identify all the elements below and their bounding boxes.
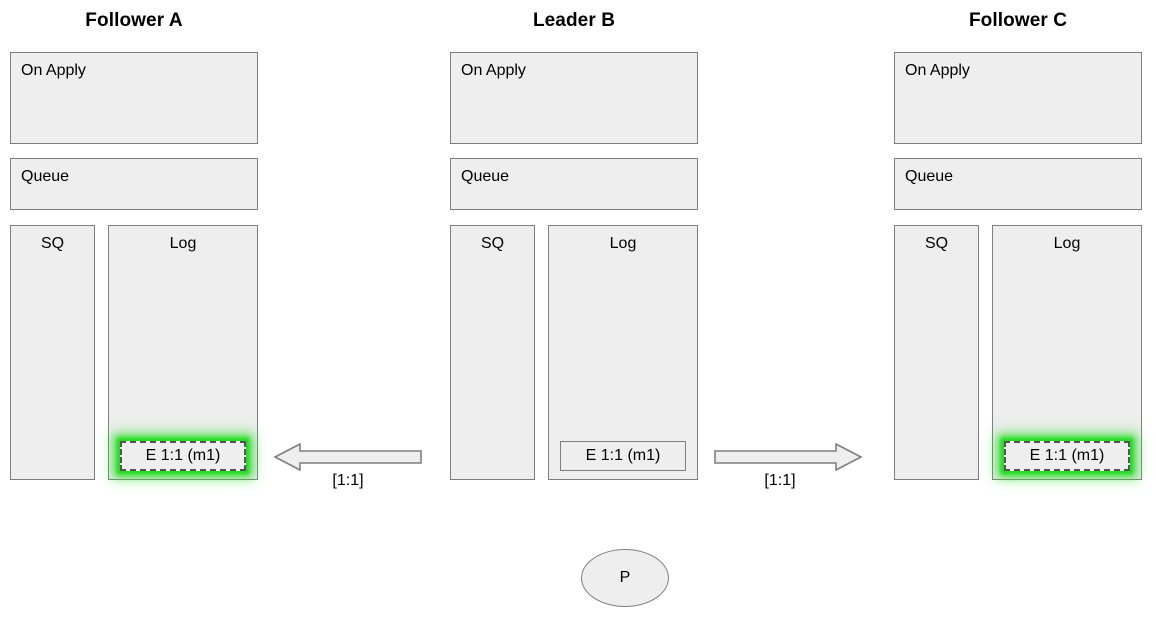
arrow-label-leader-to-follower-c: [1:1] <box>764 472 796 489</box>
arrow-leader-to-follower-a[interactable] <box>274 443 422 471</box>
queue-label: Queue <box>21 168 70 185</box>
log-entry-leader-b[interactable]: E 1:1 (m1) <box>560 441 686 471</box>
on-apply-label: On Apply <box>21 62 86 79</box>
on-apply-label: On Apply <box>905 62 970 79</box>
sq-box-leader-b[interactable]: SQ <box>450 225 535 480</box>
sq-box-follower-a[interactable]: SQ <box>10 225 95 480</box>
log-label: Log <box>609 235 637 252</box>
sq-box-follower-c[interactable]: SQ <box>894 225 979 480</box>
arrow-label-leader-to-follower-a: [1:1] <box>332 472 364 489</box>
log-box-follower-a[interactable]: Log <box>108 225 258 480</box>
on-apply-box-follower-c[interactable]: On Apply <box>894 52 1142 144</box>
arrow-leader-to-follower-c[interactable] <box>714 443 862 471</box>
queue-box-follower-c[interactable]: Queue <box>894 158 1142 210</box>
queue-box-leader-b[interactable]: Queue <box>450 158 698 210</box>
sq-label: SQ <box>924 235 949 252</box>
node-title-follower-a: Follower A <box>85 10 183 31</box>
queue-label: Queue <box>905 168 954 185</box>
sq-label: SQ <box>40 235 65 252</box>
log-box-follower-c[interactable]: Log <box>992 225 1142 480</box>
node-title-follower-c: Follower C <box>968 10 1068 31</box>
on-apply-box-leader-b[interactable]: On Apply <box>450 52 698 144</box>
log-box-leader-b[interactable]: Log <box>548 225 698 480</box>
log-label: Log <box>1053 235 1081 252</box>
log-entry-follower-c[interactable]: E 1:1 (m1) <box>1004 441 1130 471</box>
proposal-ellipse[interactable]: P <box>581 549 669 607</box>
log-label: Log <box>169 235 197 252</box>
on-apply-label: On Apply <box>461 62 526 79</box>
queue-label: Queue <box>461 168 510 185</box>
on-apply-box-follower-a[interactable]: On Apply <box>10 52 258 144</box>
node-title-leader-b: Leader B <box>532 10 616 31</box>
sq-label: SQ <box>480 235 505 252</box>
queue-box-follower-a[interactable]: Queue <box>10 158 258 210</box>
log-entry-follower-a[interactable]: E 1:1 (m1) <box>120 441 246 471</box>
